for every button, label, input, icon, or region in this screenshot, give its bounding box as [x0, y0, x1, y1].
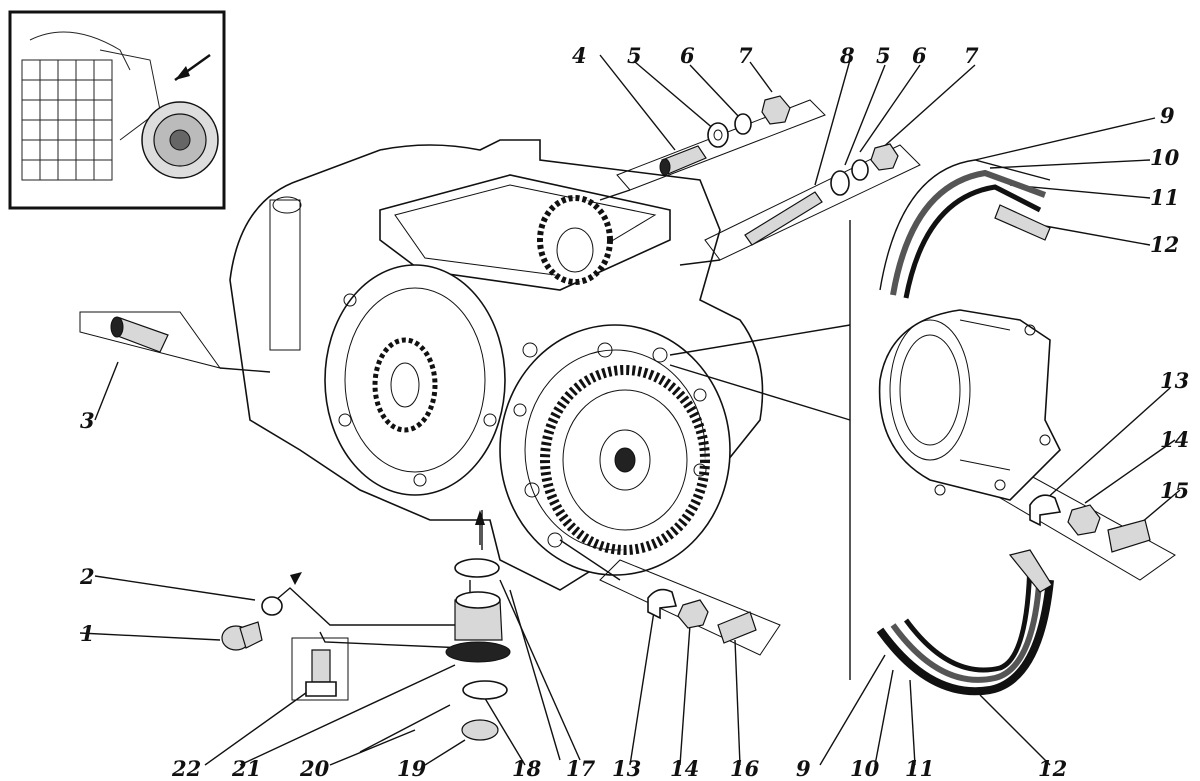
callout-17: 17: [566, 756, 596, 781]
callout-11a: 11: [1150, 185, 1179, 210]
washer-6b-icon: [851, 159, 869, 181]
callout-14b: 14: [670, 756, 699, 781]
callout-10b: 10: [850, 756, 880, 781]
callout-5b: 5: [876, 43, 891, 68]
callout-15: 15: [1160, 478, 1189, 503]
washer-6a-icon: [734, 113, 752, 135]
brake-bands-bottom: [876, 549, 1054, 696]
callout-22: 22: [171, 756, 201, 781]
stud-16-icon: [717, 611, 757, 644]
callout-9b: 9: [796, 756, 811, 781]
plug-3-icon: [110, 316, 169, 353]
washer-5a-icon: [707, 122, 729, 148]
stud-15-icon: [1107, 519, 1151, 553]
callout-7a: 7: [738, 43, 753, 68]
callout-13a: 13: [1160, 368, 1189, 393]
callout-13b: 13: [612, 756, 641, 781]
callout-10a: 10: [1150, 145, 1180, 170]
callout-2: 2: [79, 564, 95, 589]
plug-1-icon: [221, 621, 263, 651]
nut-7a-icon: [761, 95, 791, 125]
callout-4: 4: [572, 43, 587, 68]
callout-9a: 9: [1160, 103, 1175, 128]
callout-11b: 11: [905, 756, 934, 781]
callout-18: 18: [512, 756, 542, 781]
leader-lines: [79, 54, 1181, 766]
callout-1: 1: [80, 621, 95, 646]
plug-19-icon: [461, 719, 499, 741]
callout-3: 3: [80, 408, 95, 433]
stud-4-icon: [659, 145, 707, 176]
washer-5b-icon: [830, 170, 850, 196]
callout-8: 8: [839, 43, 855, 68]
housing: [229, 139, 764, 591]
callout-21: 21: [231, 756, 261, 781]
callout-20: 20: [299, 756, 330, 781]
callout-16: 16: [730, 756, 760, 781]
washer-18-icon: [462, 680, 508, 700]
nut-7b-icon: [870, 143, 899, 171]
stud-8-icon: [744, 191, 823, 246]
bolt-22-icon: [305, 649, 337, 697]
callout-6a: 6: [680, 43, 695, 68]
lock-washer-13b-icon: [647, 588, 678, 620]
callout-12b: 12: [1038, 756, 1067, 781]
ring-2-icon: [261, 596, 283, 616]
lock-washer-13a-icon: [1029, 494, 1062, 527]
brake-bands-top: [879, 159, 1051, 299]
inset-overview: [8, 10, 226, 210]
callout-7b: 7: [964, 43, 979, 68]
o-ring-17-icon: [454, 558, 500, 578]
nut-14a-icon: [1067, 504, 1101, 536]
nut-14b-icon: [677, 599, 709, 629]
filler-plug-assembly: [445, 591, 511, 663]
callout-19: 19: [397, 756, 427, 781]
callout-5a: 5: [627, 43, 642, 68]
callout-14a: 14: [1160, 427, 1189, 452]
parts: [110, 95, 1151, 753]
brake-drum: [878, 309, 1061, 501]
pin-20-icon: [359, 704, 451, 753]
callout-6b: 6: [912, 43, 927, 68]
callout-12a: 12: [1150, 232, 1179, 257]
callout-labels: 1 2 3 4 5 6 7 8 5 6 7 9 10 11 12 13 14 1…: [79, 43, 1189, 781]
